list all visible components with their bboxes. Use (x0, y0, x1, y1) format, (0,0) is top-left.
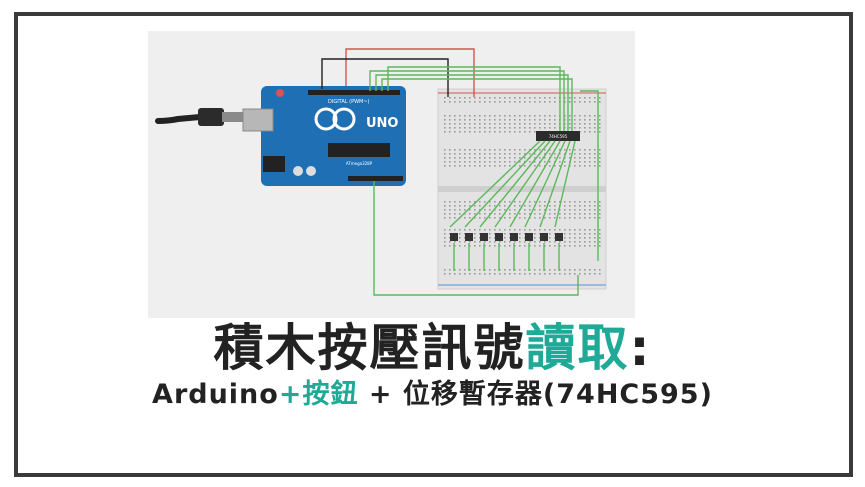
shift-register-label: 74HC595 (549, 134, 568, 139)
subtitle-arduino: Arduino (152, 379, 279, 410)
page-title: 積木按壓訊號讀取: (0, 318, 865, 378)
wires (321, 48, 599, 296)
page-subtitle: Arduino+按鈕 + 位移暫存器(74HC595) (0, 377, 865, 413)
circuit-svg: UNO DIGITAL (PWM~) ATmega328P 74HC595 (155, 48, 607, 296)
subtitle-plus1: + (278, 379, 303, 410)
board-model: DIGITAL (PWM~) (328, 99, 370, 105)
subtitle-shift-register: 位移暫存器(74HC595) (402, 379, 713, 410)
title-part1: 積木按壓訊號 (213, 319, 526, 377)
title-highlight: 讀取 (525, 319, 630, 377)
chip-label: ATmega328P (346, 161, 373, 166)
circuit-diagram: UNO DIGITAL (PWM~) ATmega328P 74HC595 (148, 31, 635, 318)
arduino-board: UNO DIGITAL (PWM~) ATmega328P (242, 86, 406, 186)
subtitle-plus2: + (358, 379, 403, 410)
title-colon: : (629, 319, 652, 377)
subtitle-button: 按鈕 (302, 379, 359, 410)
shift-register-chip: 74HC595 (536, 131, 580, 141)
push-buttons (450, 233, 563, 241)
usb-cable (155, 108, 244, 126)
board-brand: UNO (366, 116, 399, 131)
